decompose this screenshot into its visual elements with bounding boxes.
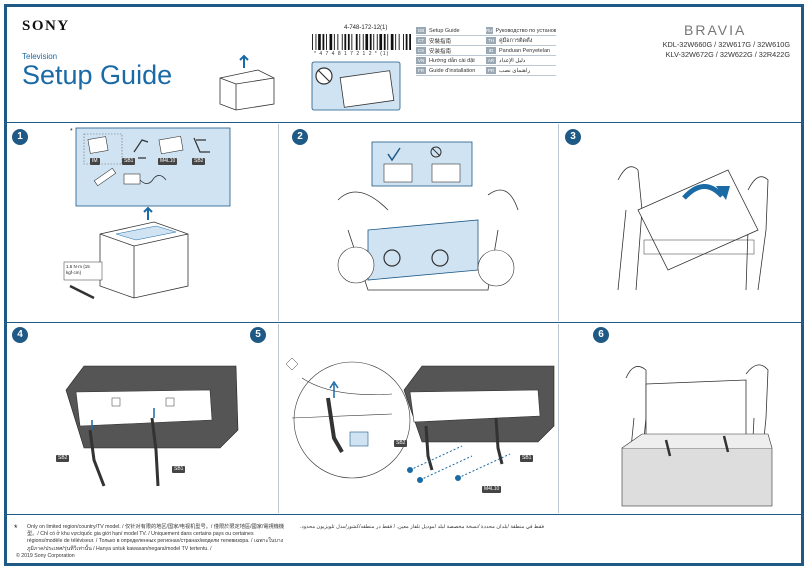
divider	[4, 122, 804, 123]
divider	[558, 324, 559, 513]
footnote-text: Only on limited region/country/TV model.…	[27, 524, 285, 552]
screwdriver-illustration	[63, 261, 103, 300]
step-number: 4	[12, 327, 28, 343]
box-open-illustration	[99, 206, 189, 299]
screw-label-m4l10: M4L10	[482, 486, 502, 493]
language-code: RU	[486, 27, 493, 34]
barcode	[312, 34, 411, 50]
language-code: PR	[486, 67, 496, 74]
lift-tv-illustration	[617, 166, 769, 291]
divider	[278, 124, 279, 321]
model-line: KDL-32W660G / 32W617G / 32W610G	[662, 40, 790, 49]
language-code: CS	[416, 47, 426, 54]
divider	[558, 124, 559, 321]
stand-label-sb2: SB2	[56, 455, 70, 462]
place-tv-illustration	[621, 364, 773, 507]
language-label: Setup Guide	[429, 27, 460, 34]
part-label-sb2: SB2	[192, 158, 206, 165]
part-number: 4-748-172-12(1)	[344, 25, 388, 31]
fasten-stands-illustration	[403, 365, 555, 483]
model-list: KDL-32W660G / 32W617G / 32W610G KLV-32W6…	[640, 40, 790, 60]
language-code: FR	[416, 67, 426, 74]
language-label: คู่มือการติดตั้ง	[499, 37, 533, 44]
language-code: ID	[486, 47, 496, 54]
product-type: Television	[22, 52, 58, 61]
torque-spec: 1.5 N·m {15 kgf·cm}	[66, 264, 90, 275]
language-label: دليل الإعداد	[499, 57, 526, 64]
language-code: TH	[486, 37, 496, 44]
step-number: 2	[292, 129, 308, 145]
stand-label-sb2: SB2	[394, 440, 408, 447]
language-code: VN	[416, 57, 426, 64]
footnote-text-arabic: فقط في منطقة /بلدان محددة /نسخة مخصصة لب…	[300, 524, 545, 530]
language-label: 安装指南	[429, 48, 452, 55]
barcode-text: * 4 7 4 8 1 7 2 1 2 * (1)	[314, 51, 390, 57]
footnote-star: *	[14, 523, 18, 533]
language-code: AR	[486, 57, 496, 64]
part-label-sb1: SB1	[122, 158, 136, 165]
part-label-m4l10: M4L10	[158, 158, 178, 165]
series-logo: BRAVIA	[684, 22, 747, 38]
step-number: 5	[250, 327, 266, 343]
unpack-tv-illustration	[337, 141, 519, 291]
accessory-star: *	[70, 128, 73, 135]
stand-label-sb1: SB1	[520, 455, 534, 462]
attach-stands-illustration	[65, 365, 239, 487]
language-code: GB	[416, 27, 426, 34]
part-label-im: IM	[90, 158, 100, 165]
step-number: 6	[593, 327, 609, 343]
divider	[4, 514, 804, 515]
divider	[4, 322, 804, 323]
language-label: 安裝指南	[429, 38, 452, 45]
accessories-panel	[75, 127, 231, 207]
language-label: Panduan Penyetelan	[499, 47, 551, 54]
step-number: 3	[565, 129, 581, 145]
unbox-illustration	[219, 54, 275, 111]
screw-detail-illustration	[285, 357, 411, 479]
page-title: Setup Guide	[22, 60, 173, 90]
brand-logo: SONY	[22, 18, 70, 34]
language-label: Guide d'installation	[429, 67, 476, 74]
divider	[278, 324, 279, 513]
step-number: 1	[12, 129, 28, 145]
stand-label-sb1: SB1	[172, 466, 186, 473]
copyright: © 2019 Sony Corporation	[16, 553, 75, 559]
model-line: KLV-32W672G / 32W622G / 32R422G	[665, 50, 790, 59]
language-label: راهنمای نصب	[499, 67, 531, 74]
no-lift-illustration	[311, 61, 401, 111]
language-code: CT	[416, 37, 426, 44]
language-label: Руководство по установке	[495, 27, 557, 34]
language-label: Hướng dẫn cài đặt	[429, 57, 475, 64]
